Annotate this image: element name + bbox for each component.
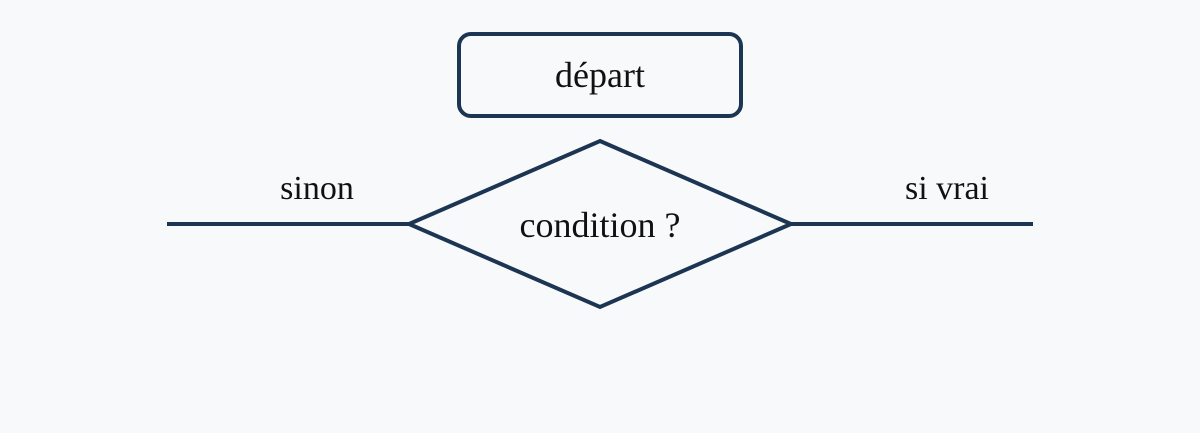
start-node: départ xyxy=(457,32,743,118)
start-node-box xyxy=(457,32,743,118)
start-node-label: départ xyxy=(555,55,645,95)
decision-node-diamond xyxy=(403,138,797,310)
decision-node: condition ? xyxy=(403,138,797,310)
decision-node-label: condition ? xyxy=(520,205,681,245)
true-branch-label: si vrai xyxy=(905,170,989,207)
false-branch-label: sinon xyxy=(280,170,354,207)
false-branch-edge: sinon xyxy=(167,170,409,226)
true-branch-edge: si vrai xyxy=(791,170,1033,226)
